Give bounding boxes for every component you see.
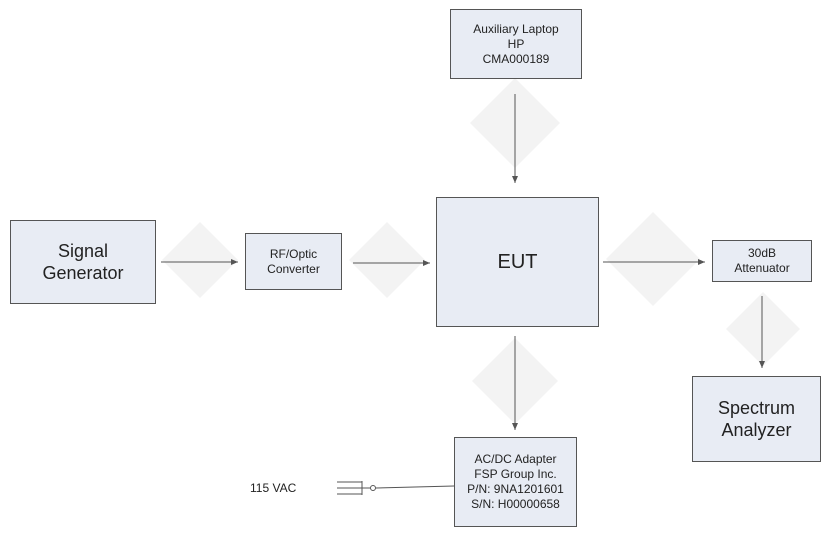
spectrum-analyzer-label-line-1: Spectrum xyxy=(717,398,796,418)
acdc-adapter-manufacturer: FSP Group Inc. xyxy=(474,467,557,481)
eut-label: EUT xyxy=(497,251,538,273)
rf-optic-converter-label-line-2: Converter xyxy=(267,261,320,276)
spectrum-analyzer-box: Spectrum Analyzer xyxy=(692,376,821,462)
attenuator-label-line-1: 30dB xyxy=(747,246,777,260)
watermark-diamond-left-2 xyxy=(349,222,425,298)
eut-box: EUT xyxy=(436,197,599,327)
signal-generator-label-line-1: Signal xyxy=(57,241,109,261)
rf-optic-converter-label-line-1: RF/Optic xyxy=(269,246,318,261)
auxiliary-laptop-brand: HP xyxy=(507,36,525,51)
acdc-adapter-serial-number: S/N: H00000658 xyxy=(471,497,560,511)
watermark-diamond-left-1 xyxy=(162,222,238,298)
auxiliary-laptop-title: Auxiliary Laptop xyxy=(473,21,559,36)
power-plug-icon xyxy=(337,481,376,495)
signal-generator-box: Signal Generator xyxy=(10,220,156,304)
auxiliary-laptop-box: Auxiliary Laptop HP CMA000189 xyxy=(450,9,582,79)
spectrum-analyzer-label-line-2: Analyzer xyxy=(721,420,792,440)
acdc-adapter-title: AC/DC Adapter xyxy=(474,452,557,466)
watermark-diamond-right xyxy=(606,212,700,306)
acdc-adapter-part-number: P/N: 9NA1201601 xyxy=(467,482,564,496)
attenuator-label-line-2: Attenuator xyxy=(734,261,790,275)
watermark-diamond-analyzer xyxy=(726,292,800,366)
watermark-diamonds xyxy=(162,78,800,424)
power-input-label: 115 VAC xyxy=(250,481,297,495)
auxiliary-laptop-id: CMA000189 xyxy=(482,51,550,66)
attenuator-box: 30dB Attenuator xyxy=(712,240,812,282)
power-cord-line xyxy=(375,485,455,489)
acdc-adapter-box: AC/DC Adapter FSP Group Inc. P/N: 9NA120… xyxy=(454,437,577,527)
signal-generator-label-line-2: Generator xyxy=(42,263,124,283)
rf-optic-converter-box: RF/Optic Converter xyxy=(245,233,342,290)
